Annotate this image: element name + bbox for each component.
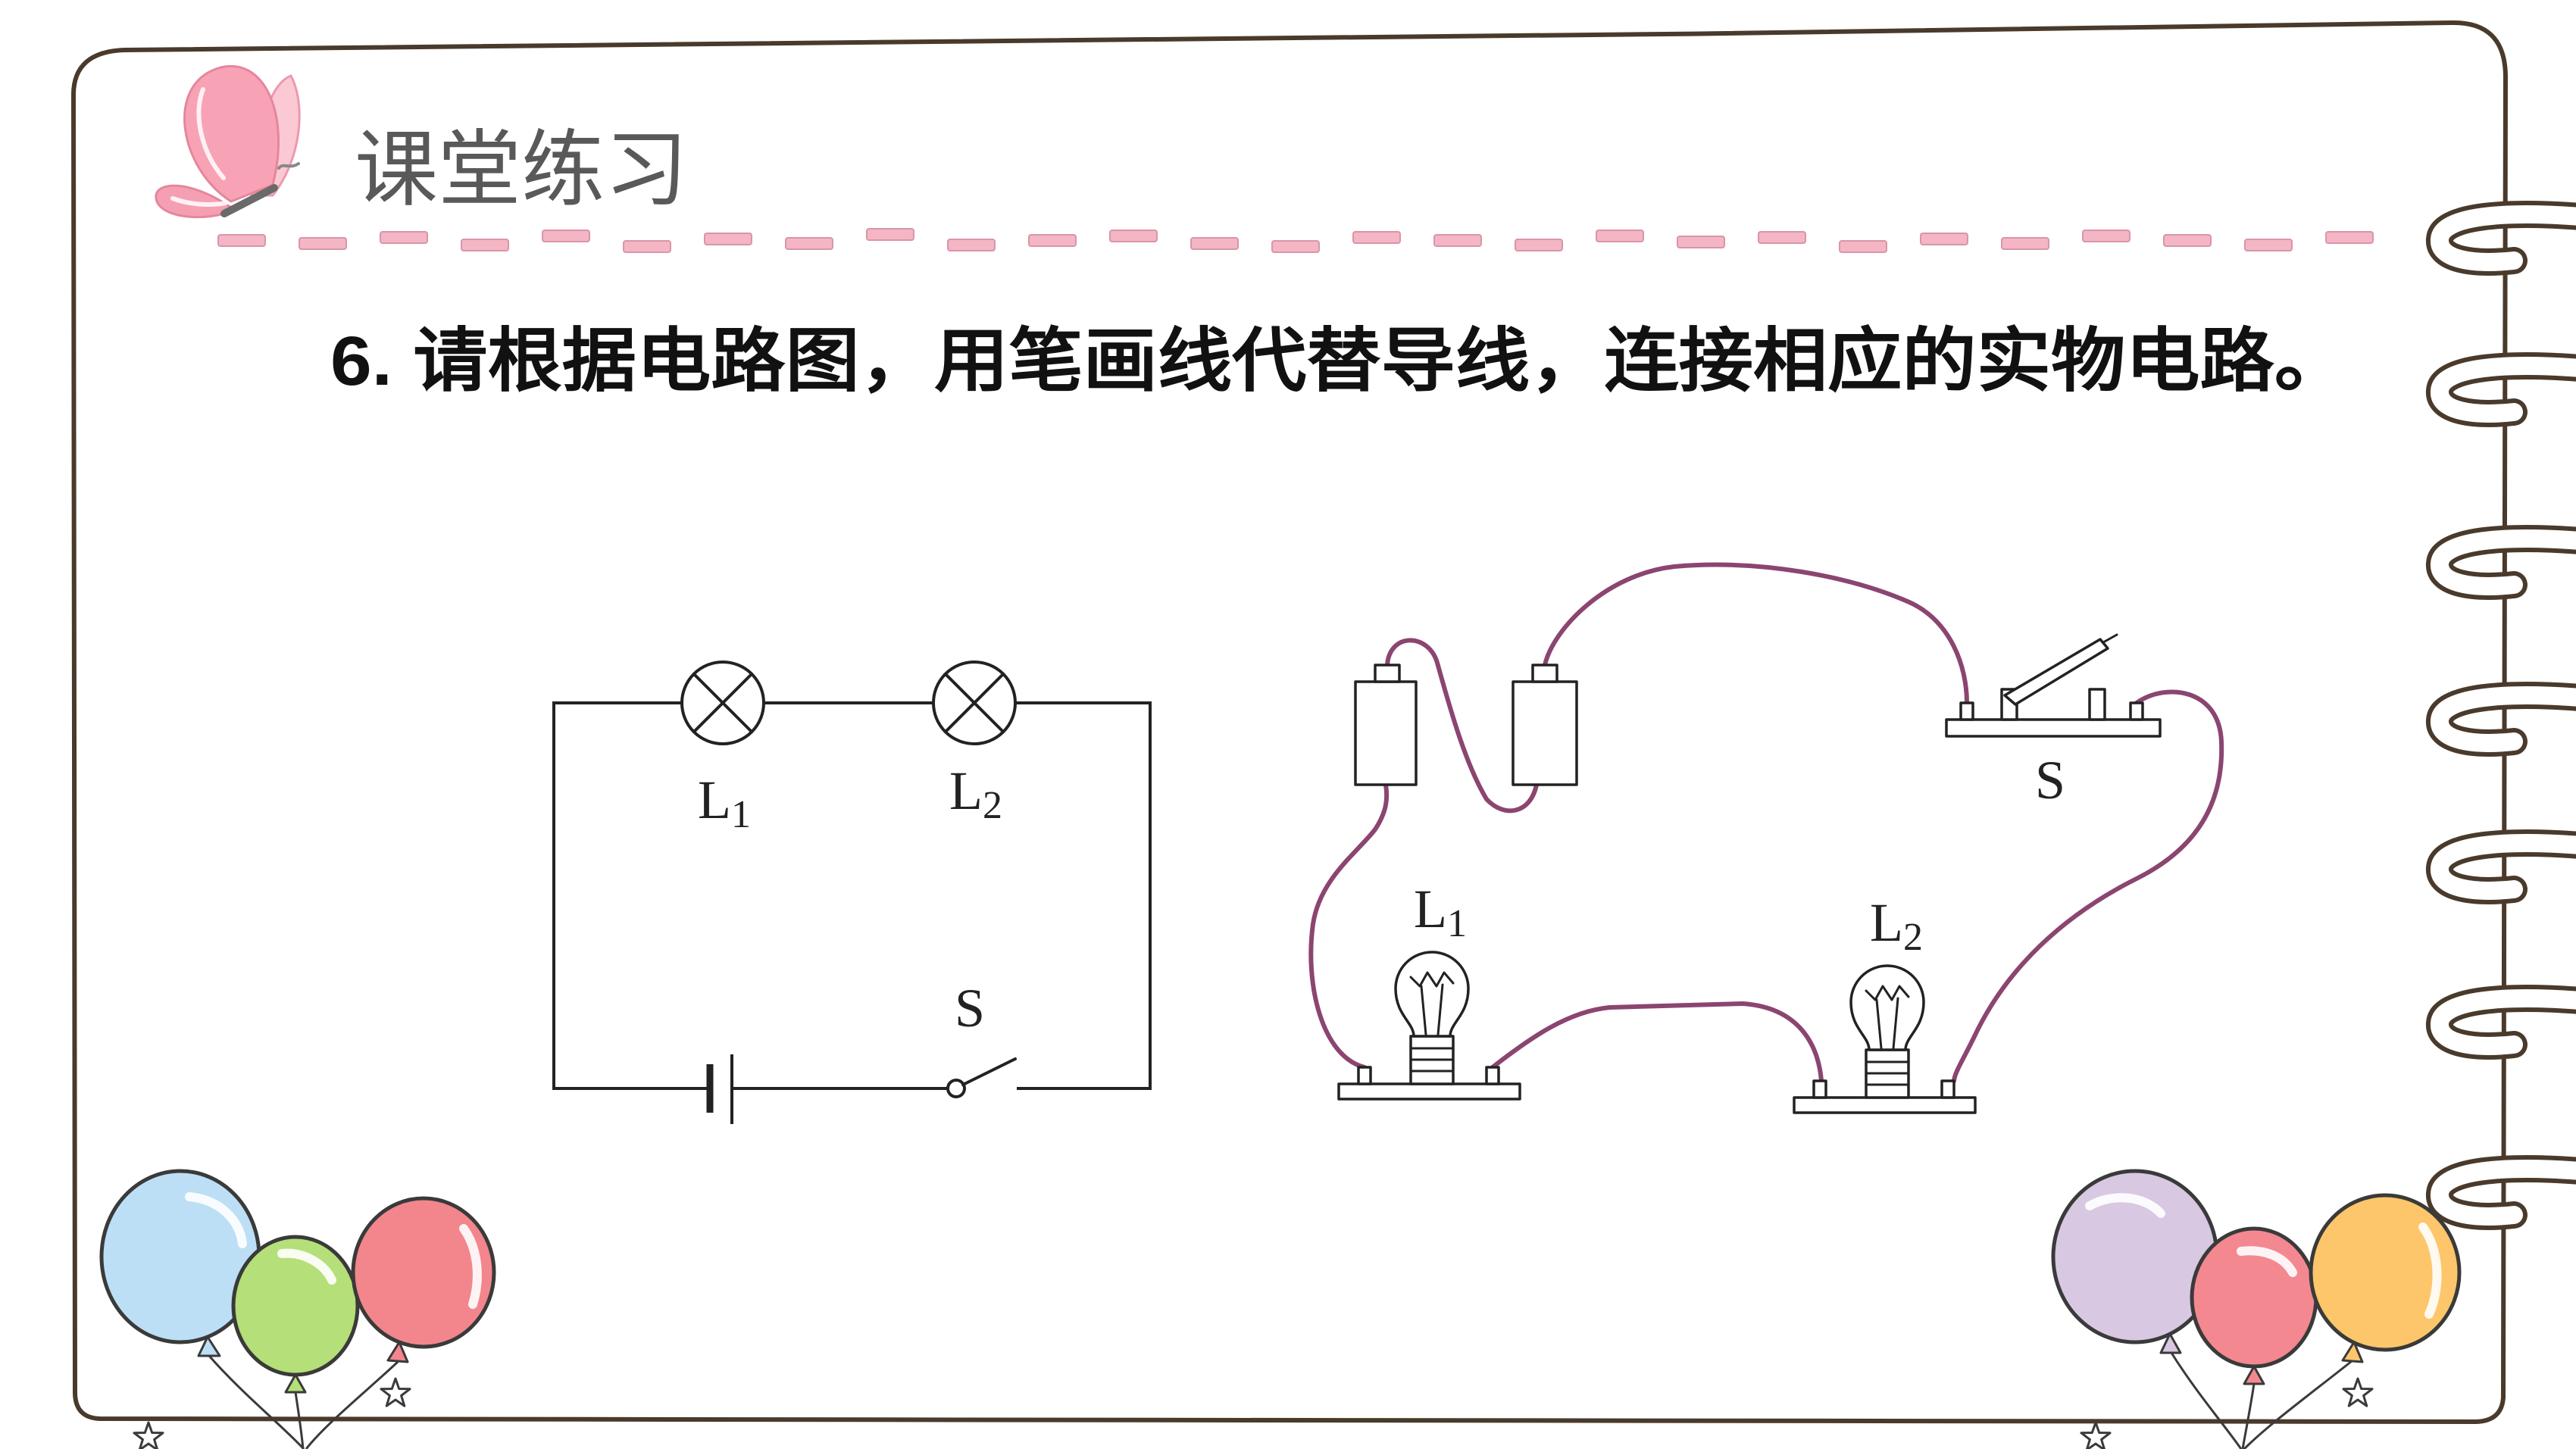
dash-segment [1028, 234, 1077, 247]
balloon-pink [2190, 1226, 2318, 1385]
butterfly-icon [155, 65, 301, 218]
wire-l2-to-l1 [1490, 1001, 1824, 1083]
dash-segment [1515, 239, 1563, 251]
physical-label-switch: S [2035, 750, 2065, 810]
dash-segment [461, 239, 509, 251]
lamp-symbol-l1 [680, 660, 765, 745]
balloon-string [305, 1360, 399, 1449]
star-icon [380, 1377, 411, 1407]
dash-segment [1352, 231, 1401, 244]
balloons-right [2051, 1169, 2462, 1449]
bulb-l1 [1337, 951, 1521, 1101]
balloon-yellow [2309, 1193, 2462, 1363]
physical-label-l1: L1 [1414, 879, 1467, 945]
question-text: 6. 请根据电路图，用笔画线代替导线，连接相应的实物电路。 [330, 323, 2349, 400]
dash-segment [2325, 231, 2374, 244]
dash-segment [1596, 230, 1644, 242]
label-index: 2 [1903, 916, 1923, 959]
binder-ring-icon [2426, 352, 2576, 427]
label-symbol: L [1414, 879, 1447, 939]
battery-symbol [706, 1054, 733, 1124]
dash-segment [1839, 240, 1887, 253]
dash-segment [2001, 237, 2049, 250]
binder-ring-icon [2426, 682, 2576, 757]
binder-ring-icon [2426, 829, 2576, 904]
dash-segment [1109, 230, 1158, 242]
balloon-string [2243, 1360, 2352, 1449]
label-index: 1 [1447, 902, 1467, 945]
label-symbol: L [1870, 892, 1903, 953]
wire-l1-to-cell1 [1308, 782, 1390, 1070]
circuit-schematic: L1 L2 S [552, 660, 1152, 1124]
balloon-string [2170, 1352, 2243, 1449]
physical-label-l2: L2 [1870, 892, 1923, 959]
balloon-string [294, 1391, 305, 1449]
dash-segment [866, 228, 914, 241]
dash-segment [704, 233, 752, 245]
binder-rings [2426, 201, 2576, 1230]
star-icon [2342, 1377, 2374, 1407]
label-symbol: L [698, 770, 731, 830]
binder-ring-icon [2426, 525, 2576, 600]
balloon-red [351, 1196, 496, 1363]
wire-switch-to-l2 [1952, 689, 2224, 1083]
label-symbol: L [949, 760, 983, 821]
star-icon [2080, 1421, 2112, 1449]
balloon-string [208, 1355, 305, 1449]
lamp-symbol-l2 [932, 660, 1017, 745]
dash-segment [2163, 234, 2212, 247]
dash-segment [299, 237, 347, 250]
dash-segment [217, 234, 266, 247]
dashed-divider [217, 228, 2374, 253]
dash-segment [947, 239, 996, 251]
dash-segment [1271, 240, 1320, 253]
dash-segment [1758, 231, 1806, 244]
schematic-wire [1014, 701, 1152, 1090]
binder-ring-icon [2426, 201, 2576, 276]
dash-segment [785, 237, 833, 250]
dash-segment [380, 231, 428, 244]
battery-cell-2 [1512, 664, 1578, 786]
balloons-left [99, 1169, 496, 1449]
dash-segment [1920, 233, 1968, 245]
wire-cell1-to-cell2 [1385, 638, 1539, 814]
label-index: 1 [731, 793, 751, 836]
battery-cell-1 [1354, 664, 1418, 786]
binder-ring-icon [2426, 1155, 2576, 1230]
knife-switch [1945, 633, 2162, 738]
schematic-label-switch: S [955, 978, 985, 1038]
label-index: 2 [983, 784, 1002, 827]
switch-symbol [946, 1057, 1017, 1098]
dash-segment [1433, 234, 1482, 247]
dash-segment [1677, 236, 1725, 248]
star-icon [133, 1421, 164, 1449]
page-title: 课堂练习 [355, 124, 688, 217]
physical-circuit: L1 L2 S [1308, 562, 2224, 1114]
binder-ring-icon [2426, 985, 2576, 1060]
dash-segment [623, 240, 671, 253]
dash-segment [2244, 239, 2293, 251]
schematic-label-l1: L1 [698, 770, 751, 836]
schematic-label-l2: L2 [949, 760, 1002, 827]
dash-segment [1190, 237, 1239, 250]
dash-segment [542, 230, 590, 242]
schematic-wire [552, 701, 711, 1090]
wire-cell2-to-switch [1543, 562, 1969, 705]
dash-segment [2082, 230, 2131, 242]
balloon-green [231, 1235, 360, 1394]
balloon-string [2241, 1383, 2256, 1449]
balloon-purple [2051, 1169, 2219, 1354]
bulb-l2 [1793, 964, 1977, 1114]
